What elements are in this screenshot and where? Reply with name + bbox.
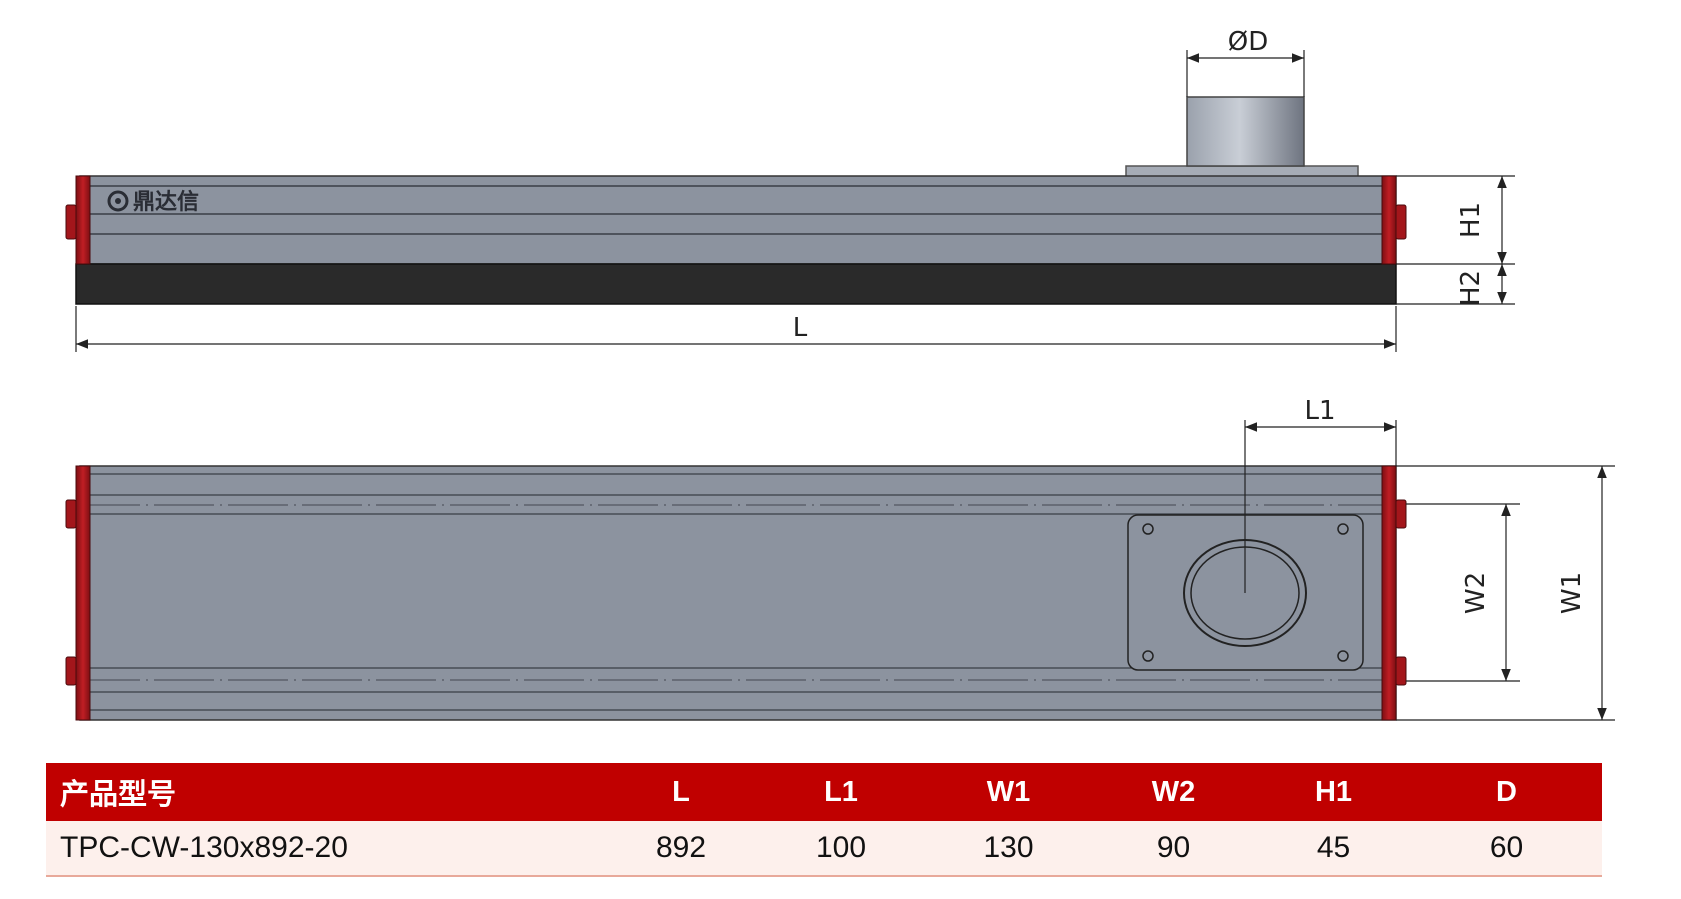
brand-logo-icon [107,190,129,212]
header-d: D [1411,763,1602,821]
dim-label-h1: H1 [1456,202,1486,238]
dim-label-l1: L1 [1304,396,1335,426]
dim-label-w1: W1 [1557,572,1587,614]
spec-table: 产品型号 L L1 W1 W2 H1 D TPC-CW-130x892-20 8… [46,763,1602,877]
table-row: TPC-CW-130x892-20 892 100 130 90 45 60 [46,821,1602,877]
technical-drawing: 鼎达信 ØD L H1 H2 [65,27,1615,721]
cell-model: TPC-CW-130x892-20 [46,821,606,877]
header-model: 产品型号 [46,763,606,821]
spec-table-header: 产品型号 L L1 W1 W2 H1 D [46,763,1602,821]
side-end-cap-left [75,175,91,265]
top-view: L1 W2 W1 [65,396,1615,721]
dim-label-length: L [793,313,808,343]
dim-label-h2: H2 [1456,270,1486,306]
header-l1: L1 [756,763,926,821]
dim-label-diameter: ØD [1228,27,1269,57]
outlet-pipe [1186,96,1305,167]
cell-h1: 45 [1256,821,1411,877]
header-l: L [606,763,756,821]
cell-d: 60 [1411,821,1602,877]
header-h1: H1 [1256,763,1411,821]
cell-l: 892 [606,821,756,877]
cell-l1: 100 [756,821,926,877]
header-w1: W1 [926,763,1091,821]
cell-w1: 130 [926,821,1091,877]
side-body [79,175,1397,265]
brand-logo-text: 鼎达信 [133,189,199,215]
brand-logo: 鼎达信 [107,189,199,215]
top-end-cap-left [75,465,91,721]
side-view: 鼎达信 ØD L H1 H2 [65,27,1515,352]
side-base-strip [75,263,1397,305]
side-end-cap-right [1381,175,1397,265]
dim-label-w2: W2 [1461,572,1491,614]
header-w2: W2 [1091,763,1256,821]
cell-w2: 90 [1091,821,1256,877]
top-end-cap-right [1381,465,1397,721]
